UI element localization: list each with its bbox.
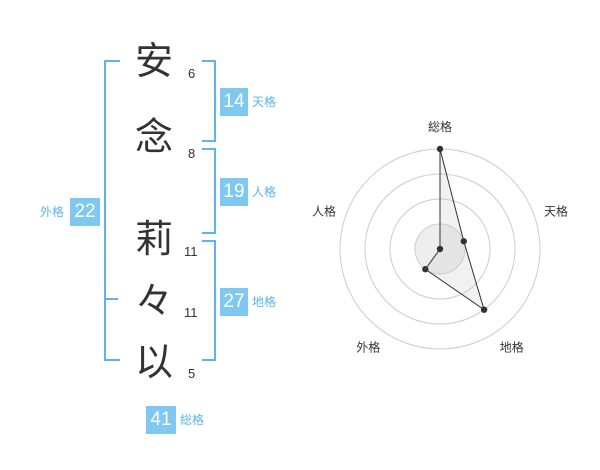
soukaku-value: 41 — [146, 406, 176, 434]
radar-points — [422, 145, 488, 313]
jinkaku-bracket — [202, 148, 216, 234]
stroke-count-2: 8 — [188, 146, 196, 161]
name-char-2: 念 — [135, 115, 174, 159]
radar-axis-label-4: 外格 — [356, 340, 380, 355]
stroke-count-1: 6 — [188, 66, 196, 81]
tenkaku-bracket — [202, 60, 216, 142]
stroke-count-5: 5 — [188, 366, 196, 381]
radar-axis-label-5: 人格 — [312, 203, 336, 218]
radar-series-polygon — [424, 148, 485, 311]
gaikaku-label: 外格 — [40, 205, 65, 219]
tenkaku-label: 天格 — [252, 95, 277, 109]
chikaku-label: 地格 — [252, 295, 277, 309]
radar-point-5 — [436, 245, 444, 253]
radar-axis-label-3: 地格 — [500, 340, 524, 355]
name-char-5: 以 — [135, 340, 174, 384]
gaikaku-value: 22 — [70, 198, 100, 226]
radar-point-4 — [422, 266, 429, 273]
radar-axis-label-1: 総格 — [428, 119, 452, 134]
name-char-1: 安 — [135, 39, 174, 83]
radar-axis-label-2: 天格 — [544, 203, 568, 218]
radar-point-2 — [460, 238, 467, 245]
tenkaku-value: 14 — [220, 88, 248, 116]
stroke-count-4: 11 — [184, 305, 198, 320]
name-char-4: 々 — [135, 279, 174, 323]
jinkaku-value: 19 — [220, 178, 248, 206]
stroke-count-3: 11 — [184, 244, 198, 259]
jinkaku-label: 人格 — [252, 185, 277, 199]
gaikaku-bracket — [104, 60, 120, 361]
chikaku-value: 27 — [220, 288, 248, 316]
soukaku-label: 総格 — [180, 413, 205, 427]
name-char-3: 莉 — [135, 217, 174, 261]
radar-point-3 — [480, 306, 488, 313]
gaikaku-bracket-mid-tick — [104, 298, 118, 300]
chikaku-bracket — [202, 240, 216, 361]
radar-point-1 — [436, 145, 444, 153]
